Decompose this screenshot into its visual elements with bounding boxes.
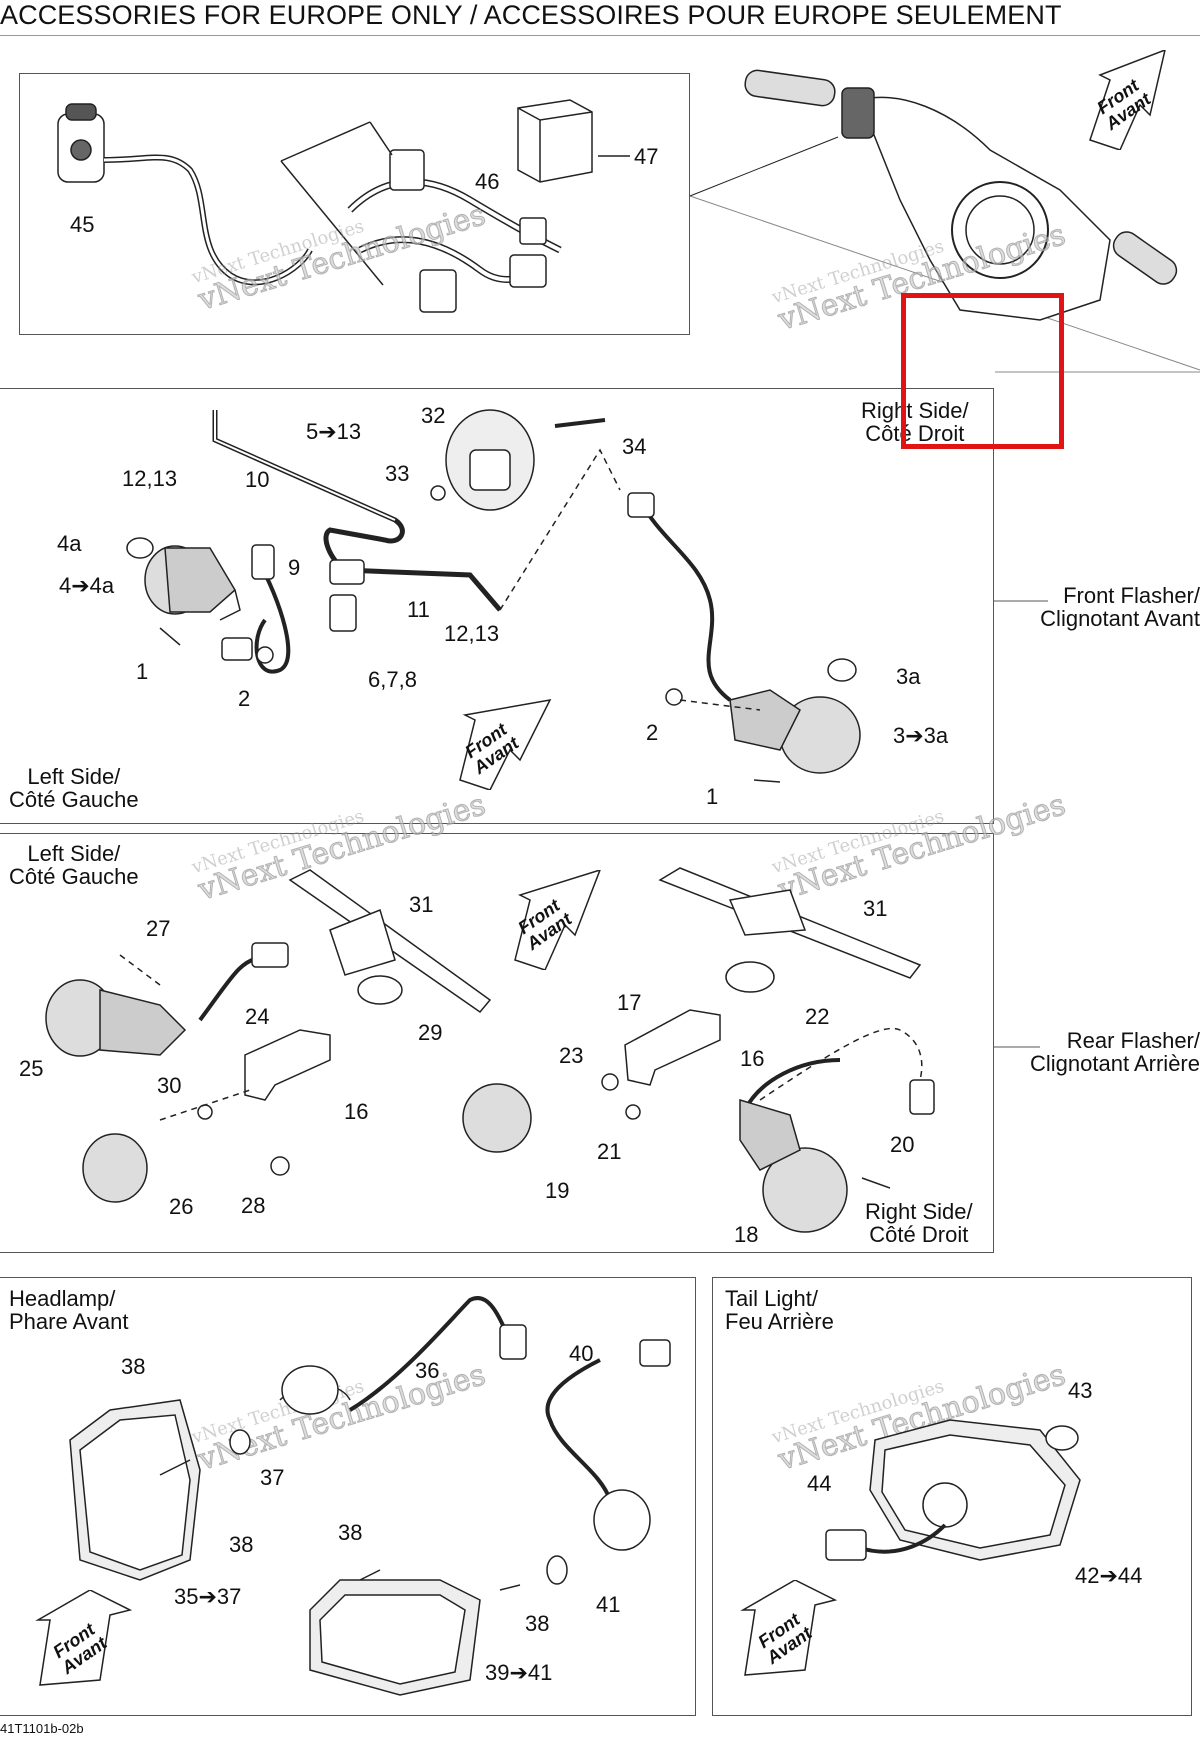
callout: 38 xyxy=(229,1532,254,1557)
panel-headlamp xyxy=(0,1277,696,1716)
callout: 1 xyxy=(136,659,149,684)
callout: 16 xyxy=(740,1046,765,1071)
callout: 33 xyxy=(385,461,410,486)
section-label-rear-flasher: Rear Flasher/Clignotant Arrière xyxy=(1030,1028,1200,1077)
title-rule xyxy=(0,35,1200,36)
callout: 21 xyxy=(597,1139,622,1164)
callout: 30 xyxy=(157,1073,182,1098)
callout: 37 xyxy=(260,1465,285,1490)
section-label-front-flasher: Front Flasher/Clignotant Avant xyxy=(1040,583,1200,632)
callout: 23 xyxy=(559,1043,584,1068)
callout: 25 xyxy=(19,1056,44,1081)
callout: 42➔44 xyxy=(1075,1563,1143,1588)
callout: 44 xyxy=(807,1471,832,1496)
panel-tail-light xyxy=(712,1277,1192,1716)
panel-harness xyxy=(19,73,690,335)
callout: 19 xyxy=(545,1178,570,1203)
page-title: ACCESSORIES FOR EUROPE ONLY / ACCESSOIRE… xyxy=(0,0,1062,30)
callout: 38 xyxy=(338,1520,363,1545)
relay-47-part xyxy=(518,100,630,182)
callout: 27 xyxy=(146,916,171,941)
callout: 10 xyxy=(245,467,270,492)
callout: 35➔37 xyxy=(174,1584,242,1609)
callout: 20 xyxy=(890,1132,915,1157)
callout: 1 xyxy=(706,784,719,809)
callout: 3➔3a xyxy=(893,723,949,748)
callout: 38 xyxy=(121,1354,146,1379)
callout: 39➔41 xyxy=(485,1660,553,1685)
callout: 3a xyxy=(896,664,921,689)
callout: 47 xyxy=(634,144,659,169)
callout: 4a xyxy=(57,531,82,556)
callout: 6,7,8 xyxy=(368,667,417,692)
callout: 12,13 xyxy=(122,466,178,491)
callout: 29 xyxy=(418,1020,443,1045)
callout: 18 xyxy=(734,1222,759,1247)
callout: 4➔4a xyxy=(59,573,115,598)
callout: 46 xyxy=(475,169,500,194)
switch-45-part xyxy=(58,104,310,282)
callout: 34 xyxy=(622,434,647,459)
section-label-right-side-front: Right Side/Côté Droit xyxy=(861,398,969,447)
callout: 16 xyxy=(344,1099,369,1124)
callout: 43 xyxy=(1068,1378,1093,1403)
callout: 12,13 xyxy=(444,621,500,646)
callout: 45 xyxy=(70,212,95,237)
callout: 41 xyxy=(596,1592,621,1617)
callout: 17 xyxy=(617,990,642,1015)
callout: 9 xyxy=(288,555,301,580)
section-label-tail-light: Tail Light/Feu Arrière xyxy=(725,1286,834,1335)
callout: 26 xyxy=(169,1194,194,1219)
callout: 32 xyxy=(421,403,446,428)
callout: 5➔13 xyxy=(306,419,362,444)
highlight-box xyxy=(901,293,1064,449)
handlebar-part xyxy=(690,69,1181,320)
diagram-code: 41T1101b-02b xyxy=(0,1721,84,1736)
callout: 11 xyxy=(407,597,430,622)
callout: 38 xyxy=(525,1611,550,1636)
harness-46-part xyxy=(281,122,560,312)
callout: 24 xyxy=(245,1004,270,1029)
callout: 36 xyxy=(415,1358,440,1383)
callout: 31 xyxy=(409,892,434,917)
callout: 2 xyxy=(646,720,659,745)
panel-rear-flasher xyxy=(0,833,994,1253)
section-label-left-side-front: Left Side/Côté Gauche xyxy=(9,764,139,813)
callout: 40 xyxy=(569,1341,594,1366)
section-label-left-side-rear: Left Side/Côté Gauche xyxy=(9,841,139,890)
callout: 2 xyxy=(238,686,251,711)
section-label-right-side-rear: Right Side/Côté Droit xyxy=(865,1199,973,1248)
callout: 22 xyxy=(805,1004,830,1029)
panel-front-flasher xyxy=(0,388,994,824)
section-label-headlamp: Headlamp/Phare Avant xyxy=(9,1286,129,1335)
callout: 31 xyxy=(863,896,888,921)
callout: 28 xyxy=(241,1193,266,1218)
